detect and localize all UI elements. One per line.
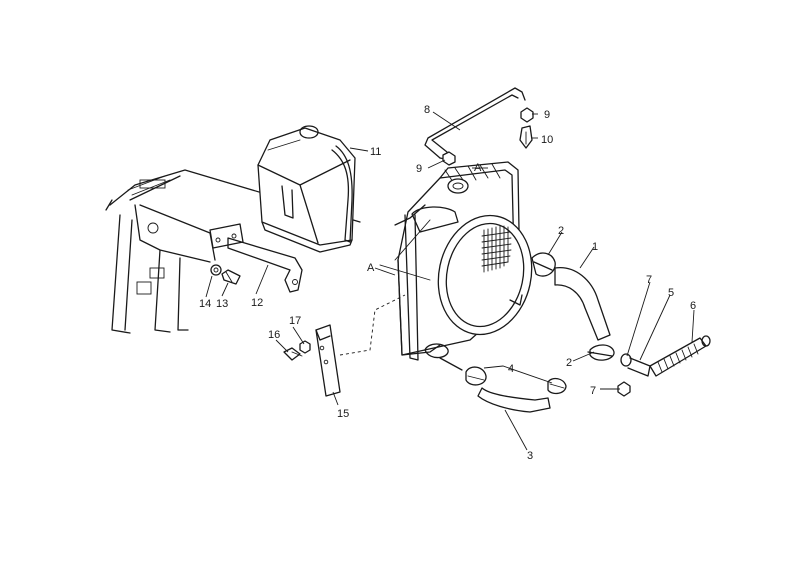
mounting-bracket (209, 223, 303, 293)
overflow-hose (424, 87, 526, 161)
callout-15: 15 (337, 408, 349, 420)
callout-2-lower: 2 (566, 357, 572, 369)
callout-12: 12 (251, 297, 263, 309)
callout-9-lower: 9 (416, 163, 422, 175)
reservoir-tank (257, 125, 356, 253)
callout-6: 6 (690, 300, 696, 312)
callout-10: 10 (541, 134, 553, 146)
bolt-and-nut-small (283, 340, 311, 361)
callout-5: 5 (668, 287, 674, 299)
callout-7-lower: 7 (590, 385, 596, 397)
callout-3: 3 (527, 450, 533, 462)
callout-7-upper: 7 (646, 274, 652, 286)
callout-11: 11 (370, 146, 381, 158)
reference-A-top: A (474, 162, 482, 174)
leader-lines (205, 111, 695, 451)
upper-radiator-hose (531, 252, 615, 361)
washer-and-bolt (210, 264, 241, 285)
callout-14: 14 (199, 298, 211, 310)
callout-9-upper: 9 (544, 109, 550, 121)
callout-2-upper: 2 (558, 225, 564, 237)
callout-4: 4 (508, 363, 514, 375)
callout-1: 1 (592, 241, 598, 253)
bypass-hoses (617, 335, 711, 397)
callout-labels: 1 2 2 3 4 5 6 7 7 8 9 9 10 11 12 13 14 1… (199, 104, 696, 462)
radiator-core-mesh (481, 225, 512, 273)
callout-16: 16 (268, 329, 280, 341)
nut-and-drain-cock (442, 107, 534, 166)
bracket-plate (315, 294, 406, 397)
callout-13: 13 (216, 298, 228, 310)
callout-8: 8 (424, 104, 430, 116)
lower-radiator-hose (439, 357, 567, 413)
callout-17: 17 (289, 315, 301, 327)
radiator-assembly (379, 161, 533, 361)
reference-A-left: A (367, 262, 375, 274)
